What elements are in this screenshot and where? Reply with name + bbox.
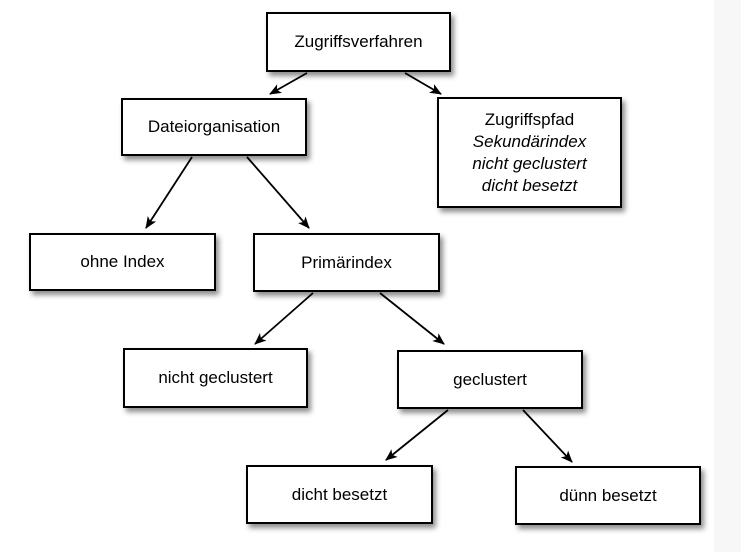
node-label: dicht besetzt xyxy=(291,484,388,504)
node-label: nicht geclustert xyxy=(158,368,273,387)
node-label: ohne Index xyxy=(80,252,165,271)
edge-zugriffsverfahren-dateiorganisation xyxy=(269,72,308,95)
node-label: dünn besetzt xyxy=(559,485,657,505)
node-dicht-besetzt: dicht besetzt xyxy=(246,465,433,524)
node-label: Dateiorganisation xyxy=(147,117,281,136)
node-zugriffspfad: Zugriffspfad Sekundärindex nicht geclust… xyxy=(437,97,622,208)
edge-zugriffsverfahren-zugriffspfad xyxy=(404,72,442,95)
edge-primaerindex-geclustert xyxy=(379,292,445,345)
node-duenn-besetzt: dünn besetzt xyxy=(515,466,701,525)
edge-geclustert-dicht-besetzt xyxy=(385,409,449,461)
edge-primaerindex-nicht-geclustert xyxy=(254,292,314,345)
node-zugriffsverfahren: Zugriffsverfahren xyxy=(266,12,451,72)
node-geclustert: geclustert xyxy=(397,350,583,409)
node-label-line: Sekundärindex xyxy=(472,131,587,151)
node-label: geclustert xyxy=(453,369,527,389)
node-nicht-geclustert: nicht geclustert xyxy=(123,348,308,408)
edge-dateiorganisation-ohne-index xyxy=(145,156,193,229)
node-multiline-label: Zugriffspfad Sekundärindex nicht geclust… xyxy=(472,109,586,197)
edge-geclustert-duenn-besetzt xyxy=(522,409,573,463)
node-label-line: dicht besetzt xyxy=(481,175,578,195)
node-dateiorganisation: Dateiorganisation xyxy=(121,98,307,156)
node-primaerindex: Primärindex xyxy=(253,233,440,292)
page-edge-strip xyxy=(714,0,741,552)
node-label: Zugriffsverfahren xyxy=(294,32,423,51)
edge-dateiorganisation-primaerindex xyxy=(246,156,310,229)
node-label: Primärindex xyxy=(301,252,392,272)
node-ohne-index: ohne Index xyxy=(29,233,216,291)
node-label-line: Zugriffspfad xyxy=(484,109,575,129)
node-label-line: nicht geclustert xyxy=(472,153,587,173)
